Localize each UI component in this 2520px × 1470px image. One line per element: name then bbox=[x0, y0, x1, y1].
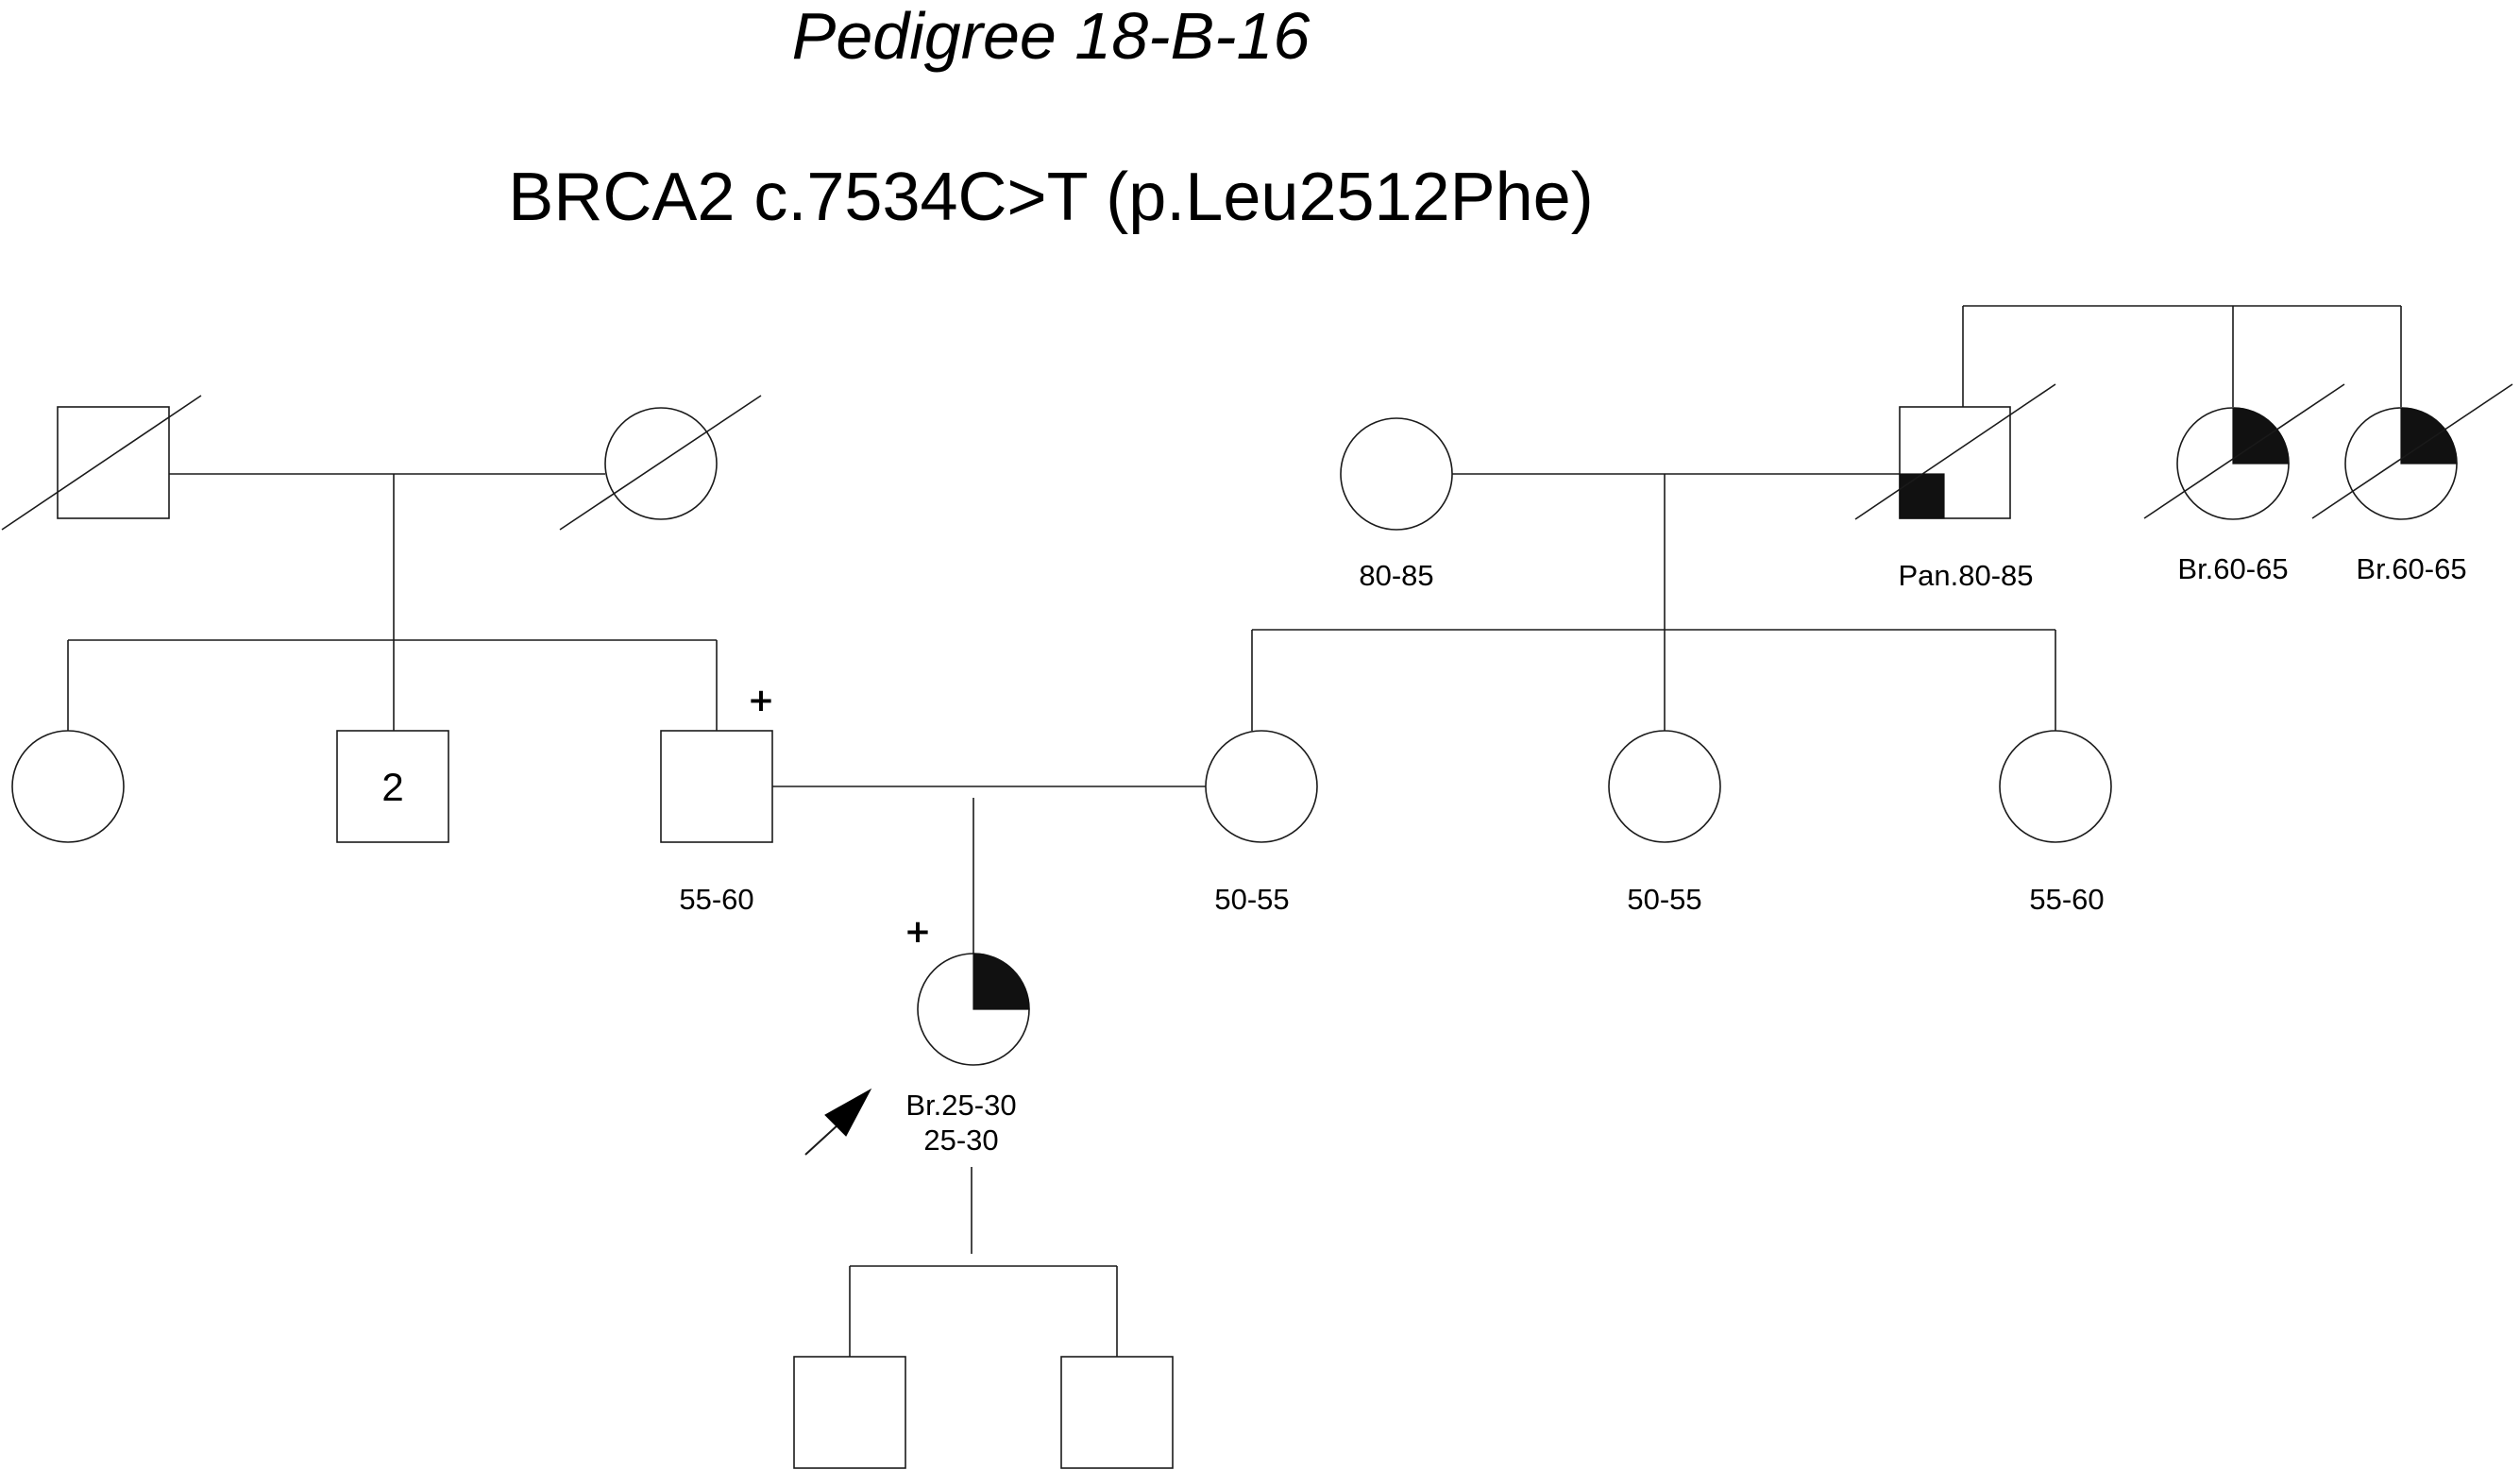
male-symbol bbox=[793, 1356, 906, 1469]
relationship-lines bbox=[67, 305, 2402, 1357]
carrier-plus-sign: + bbox=[905, 913, 932, 951]
female-symbol bbox=[1340, 417, 1453, 531]
female-symbol bbox=[604, 407, 718, 520]
female-symbol bbox=[1999, 730, 2112, 843]
cancer-age-label: Pan.80-85 bbox=[1898, 559, 2033, 592]
great-aunt-2: Br.60-65 bbox=[2311, 383, 2513, 585]
female-symbol bbox=[1205, 730, 1318, 843]
deceased-slash bbox=[1, 395, 202, 531]
great-aunt-1: Br.60-65 bbox=[2143, 383, 2345, 585]
paternal-grandfather bbox=[1, 395, 202, 531]
pedigree-title: Pedigree 18-B-16 bbox=[792, 0, 1311, 73]
maternal-aunt-1: 50-55 bbox=[1608, 730, 1721, 916]
age-label: 50-55 bbox=[1627, 883, 1701, 916]
male-symbol bbox=[57, 406, 170, 519]
cancer-quadrant-fill bbox=[972, 953, 1030, 1010]
male-symbol bbox=[660, 730, 773, 843]
maternal-grandmother: 80-85 bbox=[1340, 417, 1453, 592]
female-symbol bbox=[1608, 730, 1721, 843]
cancer-age-label: Br.60-65 bbox=[2177, 552, 2288, 585]
cancer-quadrant-fill bbox=[1899, 473, 1945, 519]
male-symbol bbox=[336, 730, 449, 843]
deceased-slash bbox=[1854, 383, 2056, 520]
cancer-quadrant-fill bbox=[2400, 407, 2458, 465]
age-label: 80-85 bbox=[1359, 559, 1433, 592]
cancer-age-label: Br.60-65 bbox=[2356, 552, 2466, 585]
variant-title: BRCA2 c.7534C>T (p.Leu2512Phe) bbox=[508, 160, 1593, 235]
cancer-age-label: Br.25-30 bbox=[905, 1089, 1016, 1122]
paternal-aunt bbox=[11, 730, 125, 843]
proband: + Br.25-30 25-30 bbox=[804, 913, 1030, 1157]
son-1 bbox=[793, 1356, 906, 1469]
cancer-quadrant-fill bbox=[2232, 407, 2290, 465]
paternal-grandmother bbox=[559, 395, 762, 531]
maternal-grandfather: Pan.80-85 bbox=[1854, 383, 2056, 592]
carrier-plus-sign: + bbox=[748, 682, 775, 719]
age-label: 25-30 bbox=[923, 1124, 998, 1157]
female-symbol bbox=[11, 730, 125, 843]
maternal-aunt-2: 55-60 bbox=[1999, 730, 2112, 916]
age-label: 55-60 bbox=[679, 883, 753, 916]
son-2 bbox=[1060, 1356, 1174, 1469]
male-symbol bbox=[1060, 1356, 1174, 1469]
mother: 50-55 bbox=[1205, 730, 1318, 916]
deceased-slash bbox=[2311, 383, 2513, 519]
age-label: 50-55 bbox=[1214, 883, 1289, 916]
proband-arrow-icon bbox=[804, 1088, 872, 1156]
deceased-slash bbox=[559, 395, 762, 531]
father: + 55-60 bbox=[660, 682, 775, 916]
deceased-slash bbox=[2143, 383, 2345, 519]
age-label: 55-60 bbox=[2029, 883, 2104, 916]
paternal-uncles: 2 bbox=[336, 730, 449, 843]
sibling-count: 2 bbox=[381, 765, 403, 809]
